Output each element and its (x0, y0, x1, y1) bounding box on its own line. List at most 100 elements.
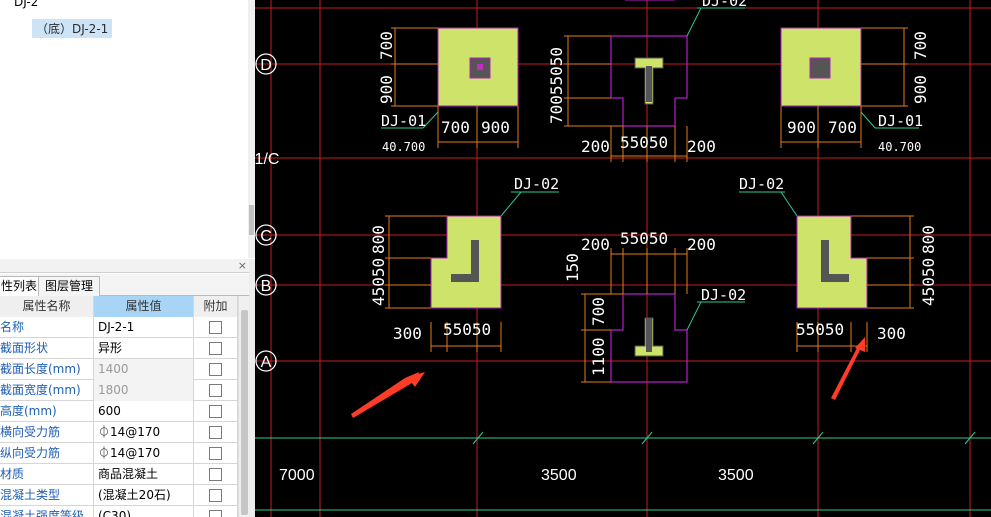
axis-distance-texts: 7000 3500 3500 (279, 467, 754, 484)
dim-text: 200 (581, 137, 610, 156)
axis-label-a: A (261, 354, 272, 371)
footing-dj01-left (437, 27, 519, 107)
dim-text: 700 (441, 118, 470, 137)
axis-label-d: D (260, 57, 272, 74)
attach-checkbox[interactable] (209, 405, 222, 418)
attach-cell (194, 464, 238, 485)
dim-text: 55050 (443, 320, 491, 339)
label-dj02-bottom: DJ-02 (701, 286, 746, 304)
property-name: 材质 (0, 464, 94, 485)
header-property-value: 属性值 (94, 296, 194, 317)
dim-text: 900 (787, 118, 816, 137)
left-panel: DJ-2 （底）DJ-2-1 × 性列表 图层管理 属性名称 属性值 附加 名称… (0, 0, 255, 517)
property-grid-scrollbar[interactable] (238, 296, 249, 517)
attach-checkbox[interactable] (209, 342, 222, 355)
attach-checkbox[interactable] (209, 447, 222, 460)
tree-node-dj-2[interactable]: DJ-2 (14, 0, 39, 9)
cad-canvas[interactable]: D 1/C C B A (255, 0, 991, 517)
property-name: 高度(mm) (0, 401, 94, 422)
panel-tabs: 性列表 图层管理 (0, 274, 255, 297)
property-row[interactable]: 截面宽度(mm)1800 (0, 380, 238, 401)
dim-text: 150 (563, 253, 582, 282)
attach-checkbox[interactable] (209, 363, 222, 376)
attach-cell (194, 422, 238, 443)
attach-checkbox[interactable] (209, 468, 222, 481)
property-value[interactable]: 600 (94, 401, 194, 422)
close-icon[interactable]: × (237, 259, 247, 272)
footing-dj01-right (780, 27, 862, 107)
bottom-dimension-line (255, 431, 991, 445)
attach-checkbox[interactable] (209, 321, 222, 334)
property-row[interactable]: 材质商品混凝土 (0, 464, 238, 485)
axis-bubble-d (255, 53, 277, 75)
drawing-svg: D 1/C C B A (255, 0, 991, 517)
property-name: 名称 (0, 317, 94, 338)
attach-cell (194, 485, 238, 506)
footing-dj02-top-center (610, 35, 688, 127)
elevation-right: 40.700 (878, 140, 921, 154)
property-row[interactable]: 截面长度(mm)1400 (0, 359, 238, 380)
property-value[interactable]: 商品混凝土 (94, 464, 194, 485)
dimension-texts: 900 700 700 900 DJ-01 40.700 900 700 900… (369, 0, 938, 376)
attach-checkbox[interactable] (209, 426, 222, 439)
dim-text: 300 (393, 324, 422, 343)
attach-checkbox[interactable] (209, 510, 222, 517)
property-row[interactable]: 混凝土强度等级(C30) (0, 506, 238, 517)
dim-text: 800 (919, 225, 938, 254)
property-row[interactable]: 高度(mm)600 (0, 401, 238, 422)
property-panel-header: × (0, 259, 255, 273)
tab-layer-management[interactable]: 图层管理 (38, 276, 101, 296)
attach-checkbox[interactable] (209, 489, 222, 502)
dim-text: 200 (581, 235, 610, 254)
dim-text: 700 (911, 31, 930, 60)
property-row[interactable]: 截面形状异形 (0, 338, 238, 359)
dim-text: 300 (877, 324, 906, 343)
attach-checkbox[interactable] (209, 384, 222, 397)
dim-text: 200 (687, 235, 716, 254)
attach-cell (194, 317, 238, 338)
axis-labels: D 1/C C B A (255, 57, 279, 371)
grid-scroll-thumb[interactable] (241, 310, 248, 515)
property-value[interactable]: (混凝土20石) (94, 485, 194, 506)
property-row[interactable]: 混凝土类型(混凝土20石) (0, 485, 238, 506)
dim-text: 900 (911, 75, 930, 104)
property-value[interactable]: ⏀14@170 (94, 443, 194, 464)
property-row[interactable]: 纵向受力筋⏀14@170 (0, 443, 238, 464)
attach-cell (194, 380, 238, 401)
elevation-left: 40.700 (382, 140, 425, 154)
panel-splitter[interactable] (249, 259, 255, 517)
property-value[interactable]: (C30) (94, 506, 194, 517)
label-dj02-left: DJ-02 (514, 175, 559, 193)
property-row[interactable]: 横向受力筋⏀14@170 (0, 422, 238, 443)
label-dj01-left: DJ-01 (381, 112, 426, 130)
annotation-arrows (351, 337, 865, 418)
component-tree: DJ-2 （底）DJ-2-1 (0, 0, 249, 258)
property-value[interactable]: 1800 (94, 380, 194, 401)
axis-bubble-a (255, 350, 277, 372)
axis-distance-7000: 7000 (279, 467, 315, 484)
dim-text: 700 (377, 31, 396, 60)
tree-scroll-thumb[interactable] (249, 205, 254, 235)
tree-scrollbar[interactable] (248, 0, 255, 258)
header-attach: 附加 (194, 296, 238, 317)
property-value[interactable]: 1400 (94, 359, 194, 380)
property-name: 纵向受力筋 (0, 443, 94, 464)
dim-text: 55050 (620, 229, 668, 248)
property-value[interactable]: ⏀14@170 (94, 422, 194, 443)
attach-cell (194, 506, 238, 517)
dim-text: 900 (377, 75, 396, 104)
footing-dj02-left (430, 215, 502, 309)
attach-cell (194, 359, 238, 380)
dim-text: 800 (369, 225, 388, 254)
tree-node-dj-2-1[interactable]: （底）DJ-2-1 (32, 19, 113, 38)
property-name: 截面形状 (0, 338, 94, 359)
property-value[interactable]: 异形 (94, 338, 194, 359)
attach-cell (194, 401, 238, 422)
property-name: 截面长度(mm) (0, 359, 94, 380)
red-arrow-left (351, 372, 419, 418)
dim-text: 70055050 (547, 47, 566, 124)
axis-bubble-b (255, 274, 277, 296)
dim-text: 700 (828, 118, 857, 137)
property-value[interactable]: DJ-2-1 (94, 317, 194, 338)
